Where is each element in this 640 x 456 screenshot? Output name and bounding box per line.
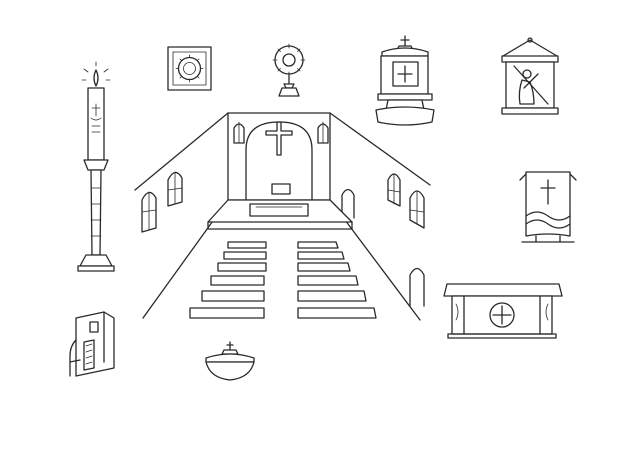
station-of-the-cross-banner-icon <box>501 37 559 115</box>
church-nave-icon <box>134 112 431 321</box>
paschal-candle-icon <box>77 61 115 272</box>
framed-host-image-icon <box>167 46 212 91</box>
confessional-icon <box>69 311 115 377</box>
monstrance-icon <box>272 43 306 97</box>
tabernacle-icon <box>375 35 435 126</box>
altar-table-icon <box>443 283 563 339</box>
chasuble-vestment-icon <box>519 171 577 243</box>
holy-water-font-icon <box>205 341 255 381</box>
